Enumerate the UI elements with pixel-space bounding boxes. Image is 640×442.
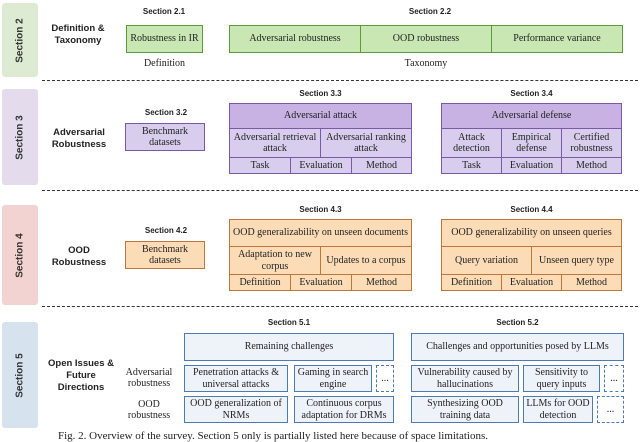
unseen-query-type: Unseen query type xyxy=(531,246,622,275)
section-2-side-label: Section 2 xyxy=(2,3,38,77)
taxonomy-label: Taxonomy xyxy=(404,57,448,69)
adversarial-retrieval-attack: Adversarial retrieval attack xyxy=(229,128,321,158)
docs-method: Method xyxy=(351,274,412,291)
ood-benchmark-datasets-box: Benchmark datasets xyxy=(125,241,205,269)
section-4-side-label: Section 4 xyxy=(2,205,38,305)
adaptation-new-corpus: Adaptation to new corpus xyxy=(229,246,321,275)
section-5-1-label: Section 5.1 xyxy=(267,318,311,327)
robustness-in-ir-box: Robustness in IR xyxy=(126,25,203,53)
attack-method: Method xyxy=(351,157,412,174)
unseen-documents-header: OOD generalizability on unseen documents xyxy=(229,219,412,247)
attack-evaluation: Evaluation xyxy=(290,157,352,174)
separator xyxy=(42,190,638,191)
penetration-attacks: Penetration attacks & universal attacks xyxy=(184,365,288,392)
separator xyxy=(42,306,638,307)
ood-row-label: OOD robustness xyxy=(127,399,171,421)
attack-task: Task xyxy=(229,157,291,174)
more-ood-right: ... xyxy=(597,396,624,423)
more-adv-right: ... xyxy=(604,365,624,392)
section-4-2-label: Section 4.2 xyxy=(144,226,188,235)
empirical-defense: Empirical defense xyxy=(501,128,562,158)
queries-method: Method xyxy=(561,274,622,291)
defense-evaluation: Evaluation xyxy=(501,157,562,174)
defense-task: Task xyxy=(441,157,502,174)
docs-evaluation: Evaluation xyxy=(290,274,352,291)
section-5-side-label: Section 5 xyxy=(2,322,38,428)
gaming-search-engine: Gaming in search engine xyxy=(294,365,372,392)
ood-generalization-nrms: OOD generalization of NRMs xyxy=(184,396,288,423)
ood-robustness-title: OOD Robustness xyxy=(51,245,107,268)
updates-to-corpus: Updates to a corpus xyxy=(320,246,412,275)
definition-label: Definition xyxy=(143,57,186,69)
section-3-3-label: Section 3.3 xyxy=(299,89,342,98)
section-4-3-label: Section 4.3 xyxy=(299,205,342,214)
more-adv-left: ... xyxy=(376,365,394,392)
taxonomy-performance-variance: Performance variance xyxy=(491,25,623,53)
queries-evaluation: Evaluation xyxy=(501,274,562,291)
adversarial-ranking-attack: Adversarial ranking attack xyxy=(320,128,412,158)
section-5-2-label: Section 5.2 xyxy=(496,318,539,327)
unseen-queries-header: OOD generalizability on unseen queries xyxy=(441,219,622,247)
section-2-2-label: Section 2.2 xyxy=(408,7,452,16)
queries-definition: Definition xyxy=(441,274,502,291)
open-issues-title: Open Issues & Future Directions xyxy=(48,358,114,393)
llm-challenges: Challenges and opportunities posed by LL… xyxy=(411,333,624,361)
taxonomy-adversarial-robustness: Adversarial robustness xyxy=(229,25,361,53)
section-3-2-label: Section 3.2 xyxy=(144,108,188,117)
section-3-side-label: Section 3 xyxy=(2,89,38,185)
docs-definition: Definition xyxy=(229,274,291,291)
defense-method: Method xyxy=(561,157,622,174)
llms-ood-detection: LLMs for OOD detection xyxy=(523,396,593,423)
section-2-1-label: Section 2.1 xyxy=(142,7,186,16)
separator xyxy=(42,80,638,81)
attack-detection: Attack detection xyxy=(441,128,502,158)
vulnerability-hallucinations: Vulnerability caused by hallucinations xyxy=(411,365,519,392)
remaining-challenges: Remaining challenges xyxy=(184,333,394,361)
adversarial-defense-header: Adversarial defense xyxy=(441,103,622,129)
section-3-4-label: Section 3.4 xyxy=(510,89,553,98)
adversarial-attack-header: Adversarial attack xyxy=(229,103,412,129)
definition-taxonomy-title: Definition & Taxonomy xyxy=(51,23,105,46)
taxonomy-ood-robustness: OOD robustness xyxy=(360,25,492,53)
benchmark-datasets-box: Benchmark datasets xyxy=(125,123,205,151)
section-4-4-label: Section 4.4 xyxy=(510,205,553,214)
sensitivity-query-inputs: Sensitivity to query inputs xyxy=(523,365,600,392)
adversarial-robustness-title: Adversarial Robustness xyxy=(51,127,107,150)
continuous-corpus-adaptation: Continuous corpus adaptation for DRMs xyxy=(294,396,394,423)
certified-robustness: Certified robustness xyxy=(561,128,622,158)
synthesizing-ood-data: Synthesizing OOD training data xyxy=(411,396,519,423)
adversarial-row-label: Adversarial robustness xyxy=(125,367,173,389)
figure-caption: Fig. 2. Overview of the survey. Section … xyxy=(58,430,489,442)
query-variation: Query variation xyxy=(441,246,532,275)
